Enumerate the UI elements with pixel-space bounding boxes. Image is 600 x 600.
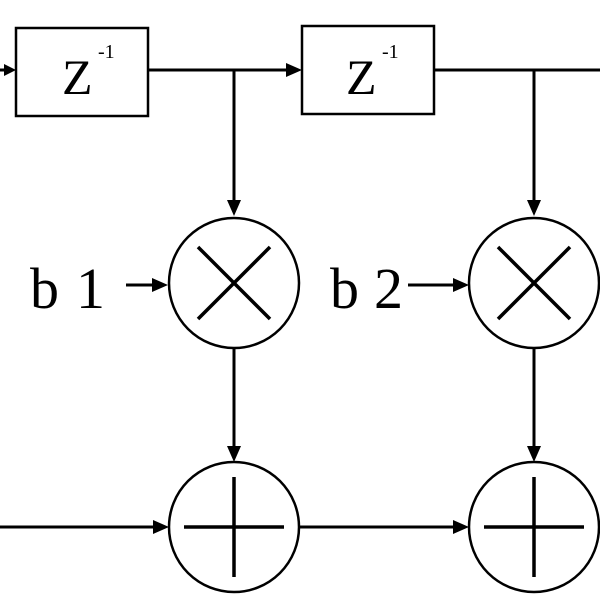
- plus-icon: [484, 477, 584, 577]
- multiply-icon: [196, 245, 272, 321]
- arrowhead-tap-2: [527, 200, 541, 216]
- plus-icon: [184, 477, 284, 577]
- delay-1-symbol: Z: [62, 49, 93, 105]
- arrowhead-tap-1: [227, 200, 241, 216]
- delay-2-symbol: Z: [346, 49, 377, 105]
- arrowhead-sum-1: [453, 520, 469, 534]
- coefficient-b1-letter: b: [30, 256, 59, 321]
- arrowhead-sum-input: [153, 520, 169, 534]
- coefficient-b1-index: 1: [76, 256, 105, 321]
- arrowhead-product-1: [227, 446, 241, 462]
- arrowhead-product-2: [527, 446, 541, 462]
- delay-box-1: [14, 26, 150, 118]
- delay-box-2: [300, 24, 436, 116]
- arrowhead-input: [4, 64, 16, 76]
- coefficient-b2-index: 2: [374, 256, 403, 321]
- multiply-icon: [496, 245, 572, 321]
- coefficient-b2-letter: b: [330, 256, 359, 321]
- arrowhead-coefficient-b2: [453, 278, 469, 292]
- arrowhead-delay-2-input: [286, 63, 302, 77]
- delay-1-exponent: -1: [98, 41, 115, 63]
- arrowhead-coefficient-b1: [152, 278, 168, 292]
- delay-2-exponent: -1: [382, 41, 399, 63]
